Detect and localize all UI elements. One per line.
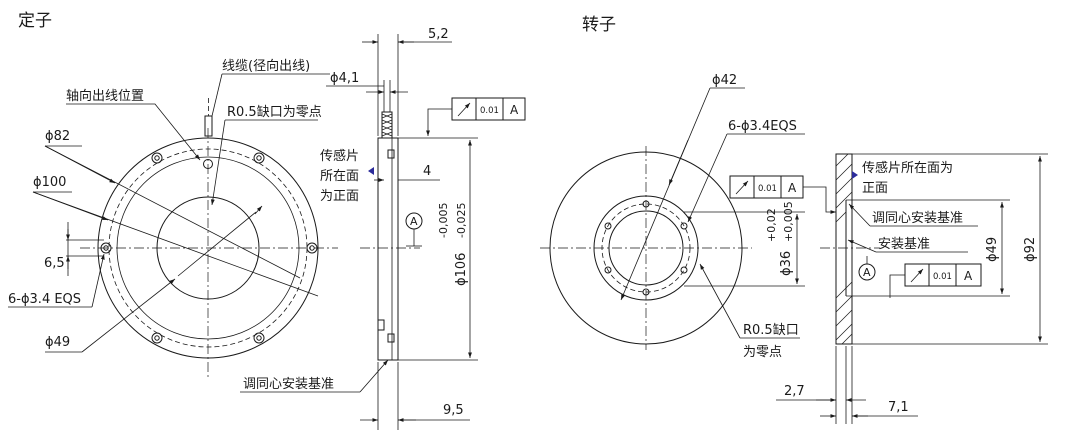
phi100-label: ϕ100 [33,175,66,190]
stator-phi49-label: ϕ49 [45,335,70,350]
svg-text:0.01: 0.01 [933,272,952,282]
rotor-hub-circle [593,195,699,301]
axial-outlet-leader [66,103,201,161]
stator-mounting-holes [100,152,318,344]
stator-sensor-face-2: 所在面 [320,169,359,184]
stator-view: 定子 轴向出线位置 R0.5缺口为零点 线缆(径向出线) [8,11,526,430]
svg-text:0.01: 0.01 [480,106,499,116]
r05-label: R0.5缺口为零点 [227,105,322,120]
phi82-leader [44,145,301,279]
stator-sensor-face-3: 为正面 [320,189,359,204]
axial-cable-stub [204,115,213,137]
rotor-title: 转子 [582,15,616,35]
stator-phi106: ϕ106 [454,253,469,286]
dim-5-2: 5,2 [428,27,449,42]
stator-concentric-label: 调同心安装基准 [243,377,334,392]
stator-tol-lower: -0,025 [455,203,468,238]
phi49-diag [177,211,257,277]
stator-holes-label: 6-ϕ3.4 EQS [8,292,81,307]
rotor-phi49: ϕ49 [985,237,1000,262]
axial-outlet-label: 轴向出线位置 [66,88,144,104]
rotor-phi36: ϕ36 [779,251,794,276]
rotor-tol-lower: +0,005 [782,201,795,242]
rotor-sensor-face-1: 传感片所在面为 [862,160,953,176]
stator-tol-upper: -0,005 [437,203,450,238]
rotor-r05-1: R0.5缺口 [743,323,799,338]
dim-9-5: 9,5 [443,403,464,418]
dim-2-7: 2,7 [784,384,805,399]
rotor-install-label: 安装基准 [878,237,930,252]
stator-cable-side [381,111,393,139]
svg-text:A: A [510,103,519,117]
dim-4: 4 [423,164,431,179]
rotor-fcf-top: 0.01 A [729,175,836,214]
rotor-sensor-face-2: 正面 [862,181,888,196]
stator-phi41: ϕ4,1 [330,71,359,86]
rotor-phi92: ϕ92 [1023,237,1038,262]
cable-radial-label: 线缆(径向出线) [222,58,310,74]
r05-leader [210,119,226,206]
rotor-side-body [835,153,853,345]
svg-text:A: A [788,181,797,195]
dim-7-1: 7,1 [888,400,909,415]
rotor-holes: 6-ϕ3.4EQS [728,119,797,134]
phi82-label: ϕ82 [45,129,70,144]
stator-title: 定子 [18,11,52,31]
svg-text:A: A [863,266,871,279]
rotor-phi42: ϕ42 [712,73,737,88]
rotor-concentric-label: 调同心安装基准 [872,211,963,226]
rotor-tol-upper: +0,02 [765,208,778,242]
dim-6-5: 6,5 [44,256,65,271]
rotor-view: 转子 ϕ42 6-ϕ3.4EQS +0,02 +0,005 ϕ36 [540,15,1048,424]
rotor-phi42-leader [620,87,711,301]
rotor-r05-2: 为零点 [743,345,782,360]
stator-side-body [377,137,399,361]
stator-sensor-face-1: 传感片 [320,148,359,164]
rotor-side-hatch [835,153,853,345]
stator-fcf: 0.01 A [426,97,526,136]
svg-text:A: A [410,215,418,228]
svg-text:A: A [964,269,973,283]
rotor-mounting-holes [604,200,688,296]
svg-text:0.01: 0.01 [758,184,777,194]
rotor-fcf-bottom: 0.01 A [889,263,982,298]
